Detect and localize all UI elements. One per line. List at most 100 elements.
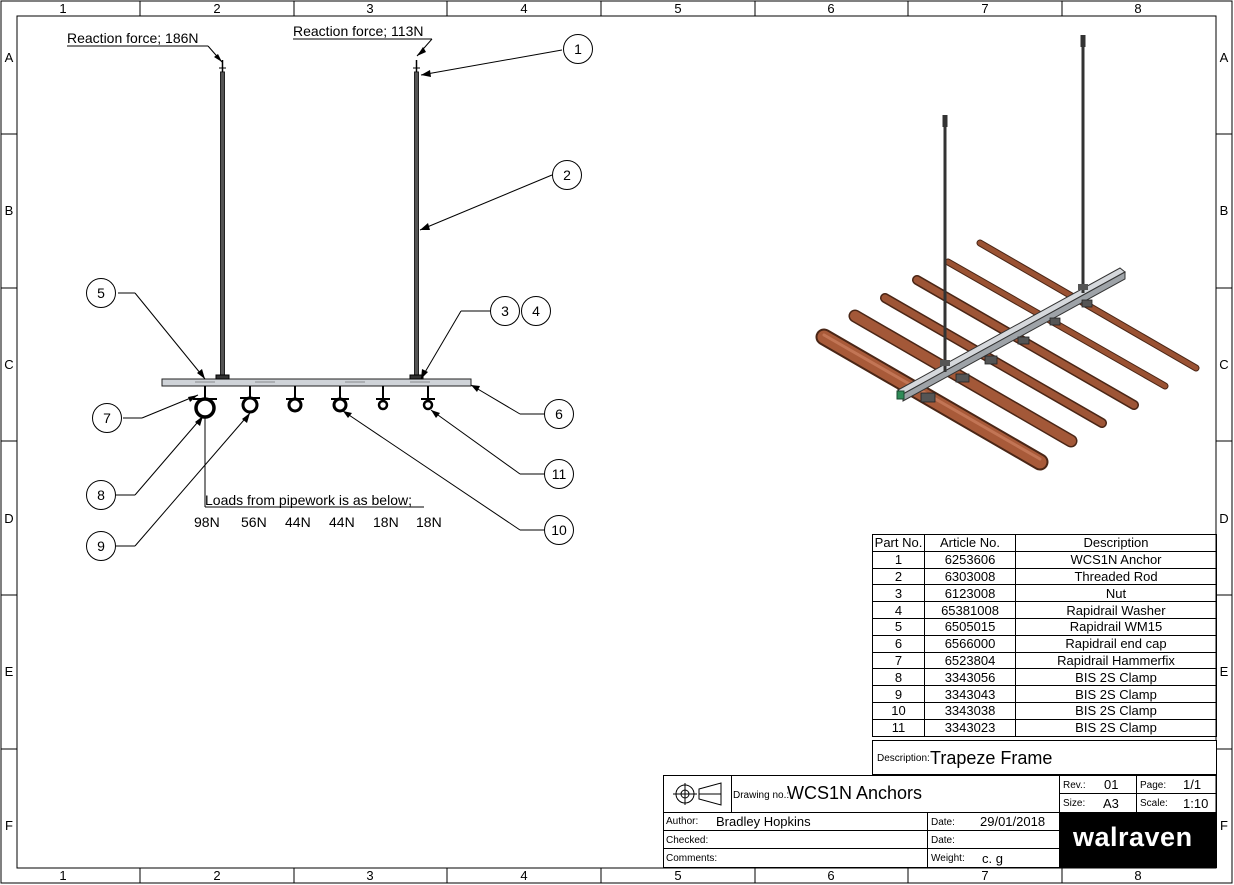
col-label: 2	[213, 1, 221, 16]
description-box: Description: Trapeze Frame	[872, 740, 1217, 775]
balloon-3: 3	[490, 296, 520, 326]
col-label: 7	[981, 868, 989, 883]
comments-label: Comments:	[666, 853, 718, 864]
rev-label: Rev.:	[1063, 780, 1086, 791]
balloon-6: 6	[544, 399, 574, 429]
description-cell: Rapidrail Hammerfix	[1015, 651, 1217, 670]
col-label: 6	[827, 868, 835, 883]
article-no-cell: 3343038	[924, 701, 1016, 720]
col-label: 6	[827, 1, 835, 16]
description-cell: Rapidrail end cap	[1015, 634, 1217, 653]
article-no-cell: 3343043	[924, 685, 1016, 703]
row-label: C	[4, 357, 14, 372]
weight-label: Weight:	[931, 853, 965, 864]
article-no-cell: 6123008	[924, 584, 1016, 603]
row-label: C	[1219, 357, 1229, 372]
part-no-cell: 6	[872, 634, 925, 653]
inner-border	[16, 15, 1217, 869]
threaded-rod-left	[220, 71, 225, 380]
row-label: E	[4, 664, 14, 679]
col-label: 8	[1134, 1, 1142, 16]
part-no-cell: 8	[872, 668, 925, 687]
load-value: 18N	[416, 514, 442, 530]
col-label: 3	[366, 1, 374, 16]
balloon-10: 10	[544, 515, 574, 545]
scale-label: Scale:	[1140, 798, 1168, 809]
article-no-cell: 65381008	[924, 601, 1016, 619]
col-label: 1	[59, 1, 67, 16]
date-label: Date:	[931, 817, 955, 828]
projection-symbol-icon	[673, 782, 722, 806]
col-label: 5	[674, 868, 682, 883]
row-label: E	[1219, 664, 1229, 679]
col-label: 2	[213, 868, 221, 883]
col-label: 8	[1134, 868, 1142, 883]
author-value: Bradley Hopkins	[716, 814, 811, 829]
size-value: A3	[1103, 796, 1119, 811]
size-label: Size:	[1063, 798, 1086, 809]
row-label: D	[4, 511, 14, 526]
part-no-cell: 7	[872, 651, 925, 670]
balloon-4: 4	[521, 296, 551, 326]
drawing-no-value: WCS1N Anchors	[787, 783, 923, 803]
row-label: A	[1219, 50, 1229, 65]
part-no-cell: 2	[872, 567, 925, 586]
load-value: 44N	[329, 514, 355, 530]
header-description: Description	[1015, 534, 1217, 552]
description-cell: Threaded Rod	[1015, 567, 1217, 586]
title-block: Drawing no.: WCS1N Anchors Rev.: 01 Page…	[663, 775, 1217, 868]
row-label: D	[1219, 511, 1229, 526]
load-value: 56N	[241, 514, 267, 530]
description-cell: BIS 2S Clamp	[1015, 685, 1217, 703]
balloon-8: 8	[86, 480, 116, 510]
description-cell: Rapidrail Washer	[1015, 601, 1217, 619]
article-no-cell: 6505015	[924, 617, 1016, 636]
iso-pipes	[815, 239, 1200, 471]
balloon-1: 1	[563, 34, 593, 64]
col-label: 4	[520, 868, 528, 883]
load-value: 44N	[285, 514, 311, 530]
article-no-cell: 6523804	[924, 651, 1016, 670]
part-no-cell: 11	[872, 718, 925, 737]
col-label: 3	[366, 868, 374, 883]
scale-value: 1:10	[1183, 796, 1209, 811]
col-label: 7	[981, 1, 989, 16]
weight-value: c. g	[982, 851, 1003, 866]
description-cell: BIS 2S Clamp	[1015, 718, 1217, 737]
balloon-5: 5	[86, 278, 116, 308]
article-no-cell: 6303008	[924, 567, 1016, 586]
description-cell: WCS1N Anchor	[1015, 550, 1217, 569]
description-cell: Rapidrail WM15	[1015, 617, 1217, 636]
description-cell: BIS 2S Clamp	[1015, 701, 1217, 720]
header-article-no: Article No.	[924, 534, 1016, 552]
balloon-2: 2	[552, 160, 582, 190]
balloon-7: 7	[92, 403, 122, 433]
reaction-force-left: Reaction force; 186N	[67, 30, 199, 46]
pipe-clamps	[193, 386, 435, 419]
page-value: 1/1	[1183, 777, 1202, 792]
drawing-no-label: Drawing no.:	[733, 790, 790, 801]
date2-label: Date:	[931, 835, 955, 846]
row-label: F	[1220, 818, 1228, 833]
description-label: Description:	[877, 753, 930, 764]
row-label: A	[4, 50, 14, 65]
load-value: 98N	[194, 514, 220, 530]
page-label: Page:	[1140, 780, 1167, 791]
article-no-cell: 6253606	[924, 550, 1016, 569]
part-no-cell: 5	[872, 617, 925, 636]
article-no-cell: 6566000	[924, 634, 1016, 653]
balloon-9: 9	[86, 531, 116, 561]
iso-clamps	[920, 299, 1093, 403]
